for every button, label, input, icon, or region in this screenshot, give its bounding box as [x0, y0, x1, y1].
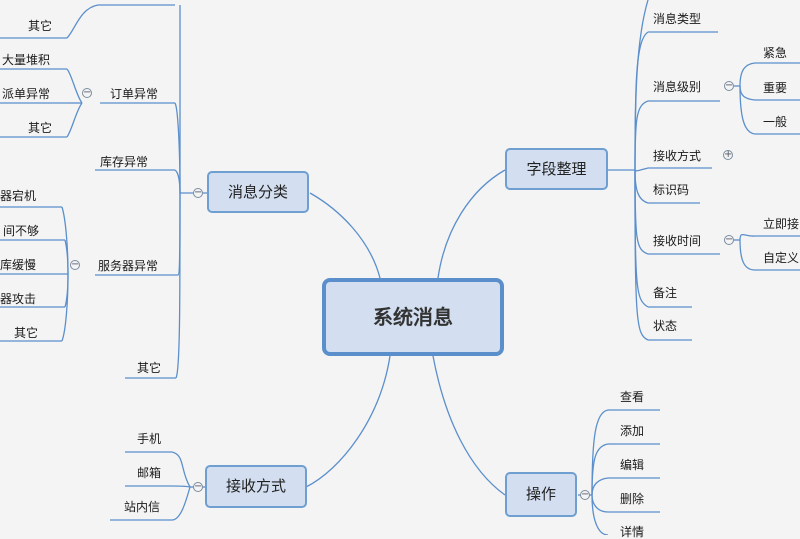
ops-item[interactable]: 详情: [620, 525, 645, 539]
collapse-toggle-icon[interactable]: −: [580, 489, 590, 500]
receive-item[interactable]: 邮箱: [137, 466, 162, 480]
receive-item[interactable]: 站内信: [124, 500, 161, 514]
ops-item[interactable]: 编辑: [620, 458, 645, 472]
expand-toggle-icon[interactable]: +: [723, 149, 733, 160]
server-item[interactable]: 器宕机: [0, 189, 37, 203]
field-type[interactable]: 消息类型: [653, 12, 702, 26]
level-item[interactable]: 重要: [763, 81, 788, 95]
receive-time-item[interactable]: 自定义: [763, 251, 800, 265]
collapse-toggle-icon[interactable]: −: [724, 80, 734, 91]
ops-item[interactable]: 删除: [620, 492, 645, 506]
order-item[interactable]: 大量堆积: [2, 53, 51, 67]
collapse-toggle-icon[interactable]: −: [724, 234, 734, 245]
ops-item[interactable]: 查看: [620, 390, 645, 404]
order-item[interactable]: 派单异常: [2, 87, 51, 101]
server-item[interactable]: 库缓慢: [0, 258, 37, 272]
ops-item[interactable]: 添加: [620, 424, 645, 438]
category-top-other[interactable]: 其它: [28, 19, 53, 33]
collapse-toggle-icon[interactable]: −: [193, 187, 203, 198]
branch-node-fields[interactable]: 字段整理: [505, 148, 608, 190]
order-item[interactable]: 其它: [28, 121, 53, 135]
level-item[interactable]: 紧急: [763, 46, 788, 60]
field-receive-time[interactable]: 接收时间: [653, 234, 702, 248]
field-level[interactable]: 消息级别: [653, 80, 702, 94]
server-label[interactable]: 服务器异常: [98, 259, 159, 273]
order-label[interactable]: 订单异常: [110, 87, 159, 101]
branch-node-ops[interactable]: 操作: [505, 472, 577, 517]
root-node[interactable]: 系统消息: [322, 278, 504, 356]
branch-node-category[interactable]: 消息分类: [207, 171, 309, 213]
collapse-toggle-icon[interactable]: −: [70, 259, 80, 270]
receive-item[interactable]: 手机: [137, 432, 162, 446]
branch-node-receive[interactable]: 接收方式: [205, 465, 307, 508]
server-item[interactable]: 器攻击: [0, 292, 37, 306]
collapse-toggle-icon[interactable]: −: [193, 481, 203, 492]
field-remark[interactable]: 备注: [653, 286, 678, 300]
field-receive-mode[interactable]: 接收方式: [653, 149, 702, 163]
category-other[interactable]: 其它: [137, 361, 162, 375]
server-item[interactable]: 其它: [14, 326, 39, 340]
collapse-toggle-icon[interactable]: −: [82, 87, 92, 98]
field-status[interactable]: 状态: [653, 319, 678, 333]
receive-time-item[interactable]: 立即接: [763, 217, 800, 231]
server-item[interactable]: 间不够: [3, 224, 40, 238]
field-identifier[interactable]: 标识码: [653, 183, 690, 197]
level-item[interactable]: 一般: [763, 115, 788, 129]
inventory-label[interactable]: 库存异常: [100, 155, 149, 169]
